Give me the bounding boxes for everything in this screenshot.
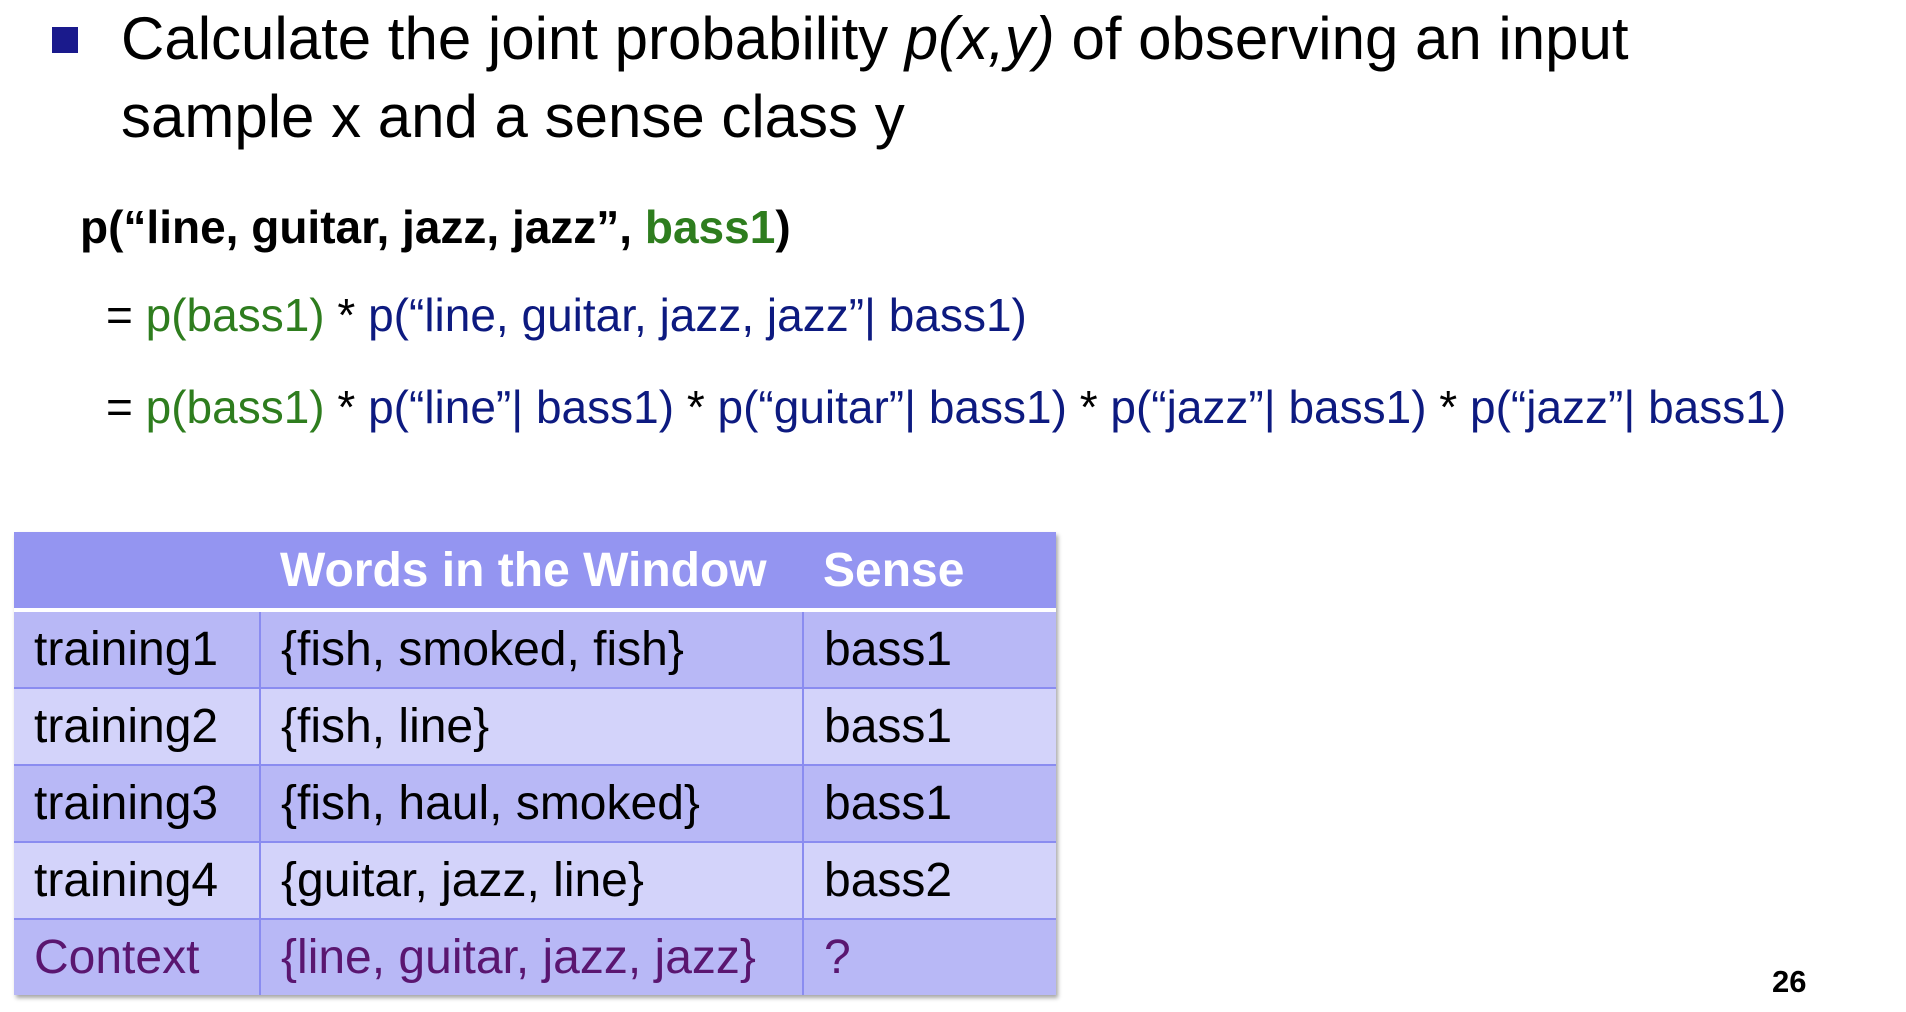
context-id: Context: [14, 918, 261, 995]
bullet-square-icon: [52, 27, 78, 53]
expansion2-term1: p(“line”| bass1): [368, 381, 675, 433]
expansion2-times4: *: [1426, 381, 1470, 433]
bullet-line1-after: of observing an input: [1054, 5, 1629, 72]
expansion1-times: *: [324, 289, 369, 341]
training-table: Words in the Window Sense training1 {fis…: [14, 532, 1056, 995]
joint-sense: bass1: [644, 201, 776, 253]
row-words: {fish, line}: [260, 687, 804, 765]
context-sense: ?: [803, 918, 1056, 995]
expansion2-prior: p(bass1): [145, 381, 325, 433]
joint-suffix: ): [775, 201, 791, 253]
bullet-line2: sample x and a sense class y: [121, 83, 905, 150]
row-id: training2: [14, 687, 261, 765]
expansion1-eq: =: [106, 289, 146, 341]
table-row: training4 {guitar, jazz, line} bass2: [14, 841, 1056, 919]
row-sense: bass2: [803, 841, 1056, 919]
expansion-line-2: = p(bass1) * p(“line”| bass1) * p(“guita…: [106, 380, 1786, 434]
bullet-text: Calculate the joint probability p(x,y) o…: [121, 0, 1841, 156]
row-id: training3: [14, 764, 261, 842]
expansion2-term4: p(“jazz”| bass1): [1470, 381, 1787, 433]
page-number: 26: [1772, 964, 1807, 999]
joint-probability-expression: p(“line, guitar, jazz, jazz”, bass1): [80, 200, 791, 254]
bullet-line1-italic: p(x,y): [904, 5, 1055, 72]
joint-prefix: p(“line, guitar, jazz, jazz”,: [80, 201, 645, 253]
table-header-row: Words in the Window Sense: [14, 532, 1056, 612]
expansion2-eq: =: [106, 381, 146, 433]
header-id: [14, 532, 260, 612]
row-words: {fish, smoked, fish}: [260, 609, 804, 688]
row-sense: bass1: [803, 764, 1056, 842]
row-words: {fish, haul, smoked}: [260, 764, 804, 842]
header-words: Words in the Window: [260, 532, 803, 612]
table-row: training2 {fish, line} bass1: [14, 687, 1056, 765]
expansion2-times3: *: [1066, 381, 1111, 433]
row-sense: bass1: [803, 687, 1056, 765]
row-words: {guitar, jazz, line}: [260, 841, 804, 919]
expansion1-prior: p(bass1): [145, 289, 325, 341]
table-row: training1 {fish, smoked, fish} bass1: [14, 609, 1056, 688]
expansion2-term3: p(“jazz”| bass1): [1110, 381, 1427, 433]
row-id: training1: [14, 609, 261, 688]
training-data-table: Words in the Window Sense training1 {fis…: [14, 532, 1056, 995]
expansion2-term2: p(“guitar”| bass1): [717, 381, 1067, 433]
context-words: {line, guitar, jazz, jazz}: [260, 918, 804, 995]
expansion-line-1: = p(bass1) * p(“line, guitar, jazz, jazz…: [106, 288, 1027, 342]
row-id: training4: [14, 841, 261, 919]
row-sense: bass1: [803, 609, 1056, 688]
expansion1-likelihood: p(“line, guitar, jazz, jazz”| bass1): [368, 289, 1027, 341]
expansion2-times1: *: [324, 381, 369, 433]
table-row: training3 {fish, haul, smoked} bass1: [14, 764, 1056, 842]
bullet-line1-before: Calculate the joint probability: [121, 5, 905, 72]
context-row: Context {line, guitar, jazz, jazz} ?: [14, 918, 1056, 995]
header-sense: Sense: [803, 532, 1056, 612]
expansion2-times2: *: [674, 381, 718, 433]
